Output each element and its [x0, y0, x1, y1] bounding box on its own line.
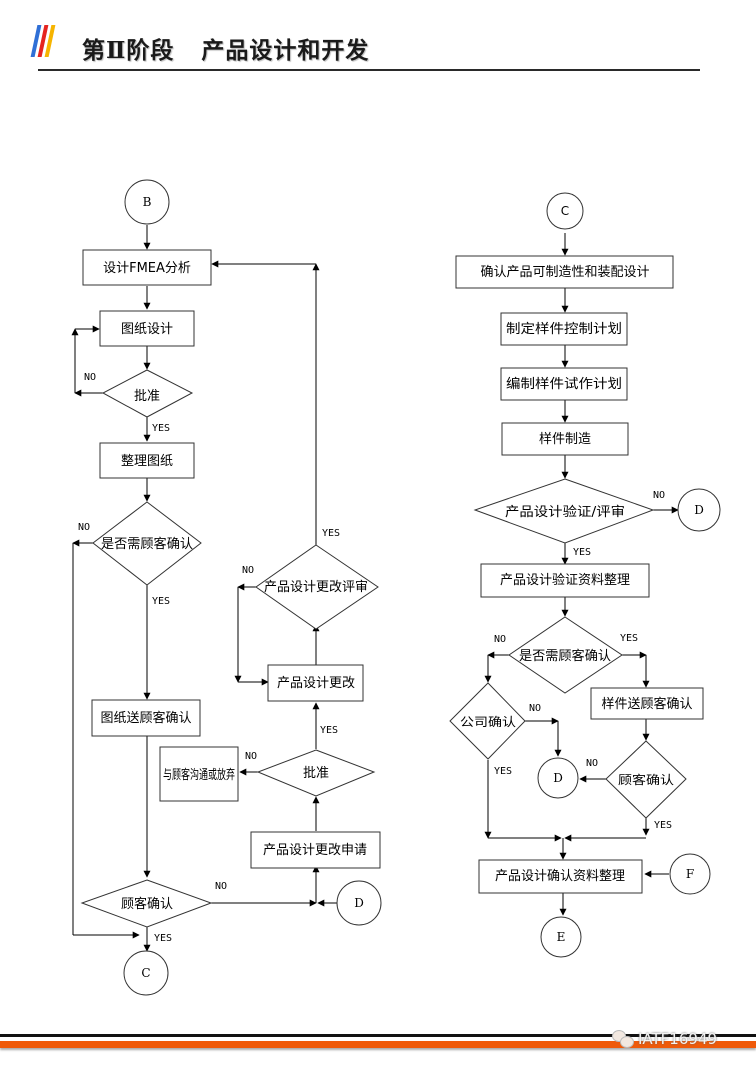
send-drawings-label: 图纸送顾客确认	[100, 710, 191, 726]
footer-rule-black	[0, 1034, 756, 1037]
approve-2-label: 批准	[303, 766, 329, 781]
no-label: NO	[529, 703, 541, 714]
connector-d-label: D	[354, 896, 364, 910]
page-title: 第Ⅱ阶段 产品设计和开发	[82, 37, 370, 64]
yes-label: YES	[620, 633, 638, 644]
confirm-docs-label: 产品设计确认资料整理	[495, 869, 625, 884]
no-label: NO	[84, 372, 96, 383]
connector-b-label: B	[143, 195, 152, 209]
verification-docs-label: 产品设计验证资料整理	[500, 572, 630, 588]
organize-drawings-label: 整理图纸	[121, 454, 173, 469]
connector-c-start	[546, 192, 584, 230]
watermark-text: IATF16949	[638, 1030, 718, 1048]
communicate-label: 与顾客沟通或放弃	[163, 767, 235, 783]
fmea-label: 设计FMEA分析	[103, 261, 191, 276]
yes-label: YES	[320, 725, 338, 736]
process-verification-docs	[480, 563, 650, 598]
connector-b	[124, 179, 170, 225]
connector-e	[540, 916, 582, 958]
verification-review-label: 产品设计验证/评审	[505, 504, 625, 520]
customer-confirm-2-label: 顾客确认	[618, 772, 674, 787]
no-label: NO	[653, 490, 665, 501]
connector-d-2	[537, 757, 579, 799]
no-label: NO	[245, 751, 257, 762]
yes-label: YES	[654, 820, 672, 831]
process-design-change	[267, 664, 364, 702]
customer-confirm-label: 顾客确认	[121, 896, 173, 912]
connector-d	[336, 880, 382, 926]
change-review-label: 产品设计更改评审	[264, 580, 368, 595]
yes-label: YES	[494, 766, 512, 777]
decision-customer-confirm	[80, 879, 213, 928]
page-header: 第Ⅱ阶段 产品设计和开发	[0, 0, 756, 80]
process-change-request	[250, 831, 381, 869]
no-label: NO	[494, 634, 506, 645]
process-drawing-design	[99, 310, 195, 347]
connector-c-start-label: C	[561, 204, 569, 218]
process-send-samples	[590, 687, 704, 720]
connector-d-1	[677, 488, 721, 532]
process-manufacturability	[455, 255, 674, 289]
wechat-icon	[612, 1030, 634, 1048]
no-label: NO	[586, 758, 598, 769]
process-organize-drawings	[99, 442, 195, 479]
decision-change-review	[255, 544, 379, 630]
process-sample-control-plan	[500, 312, 628, 346]
sample-trial-plan-label: 编制样件试作计划	[506, 377, 622, 392]
process-sample-trial-plan	[500, 367, 628, 401]
connector-f-label: F	[686, 867, 694, 881]
decision-company-confirm	[449, 682, 526, 760]
decision-verification-review	[473, 478, 655, 544]
title-divider	[38, 69, 700, 71]
design-change-label: 产品设计更改	[277, 676, 355, 691]
connector-d-2-label: D	[553, 771, 563, 785]
connector-f	[669, 853, 711, 895]
decision-approve-1	[101, 369, 194, 418]
decision-approve-2	[256, 749, 376, 797]
decision-need-customer-confirm	[92, 501, 202, 586]
no-label: NO	[215, 881, 227, 892]
yes-label: YES	[322, 528, 340, 539]
process-send-drawings	[91, 699, 201, 737]
footer-rule-orange	[0, 1041, 756, 1048]
company-confirm-label: 公司确认	[460, 715, 516, 729]
yes-label: YES	[152, 423, 170, 434]
yes-label: YES	[152, 596, 170, 607]
connector-c-end	[123, 950, 169, 996]
drawing-design-label: 图纸设计	[121, 322, 173, 337]
no-label: NO	[78, 522, 90, 533]
process-confirm-docs	[478, 859, 643, 894]
approve-1-label: 批准	[134, 389, 160, 404]
decision-need-customer-confirm-2	[508, 616, 623, 694]
process-communicate-or-abandon	[159, 746, 239, 802]
send-samples-label: 样件送顾客确认	[601, 696, 692, 712]
need-customer-confirm-2-label: 是否需顾客确认	[519, 648, 611, 664]
sample-manufacture-label: 样件制造	[539, 432, 591, 447]
connector-c-end-label: C	[141, 966, 150, 980]
watermark: IATF16949	[612, 1027, 717, 1051]
yes-label: YES	[154, 933, 172, 944]
manufacturability-label: 确认产品可制造性和装配设计	[480, 265, 649, 280]
no-label: NO	[242, 565, 254, 576]
sample-control-plan-label: 制定样件控制计划	[506, 322, 622, 337]
connector-e-label: E	[557, 930, 566, 944]
change-request-label: 产品设计更改申请	[263, 843, 367, 858]
process-fmea	[82, 249, 212, 286]
yes-label: YES	[573, 547, 591, 558]
need-customer-confirm-label: 是否需顾客确认	[101, 536, 193, 552]
connector-d-1-label: D	[694, 503, 704, 517]
decision-customer-confirm-2	[605, 740, 687, 819]
process-sample-manufacture	[501, 422, 629, 456]
